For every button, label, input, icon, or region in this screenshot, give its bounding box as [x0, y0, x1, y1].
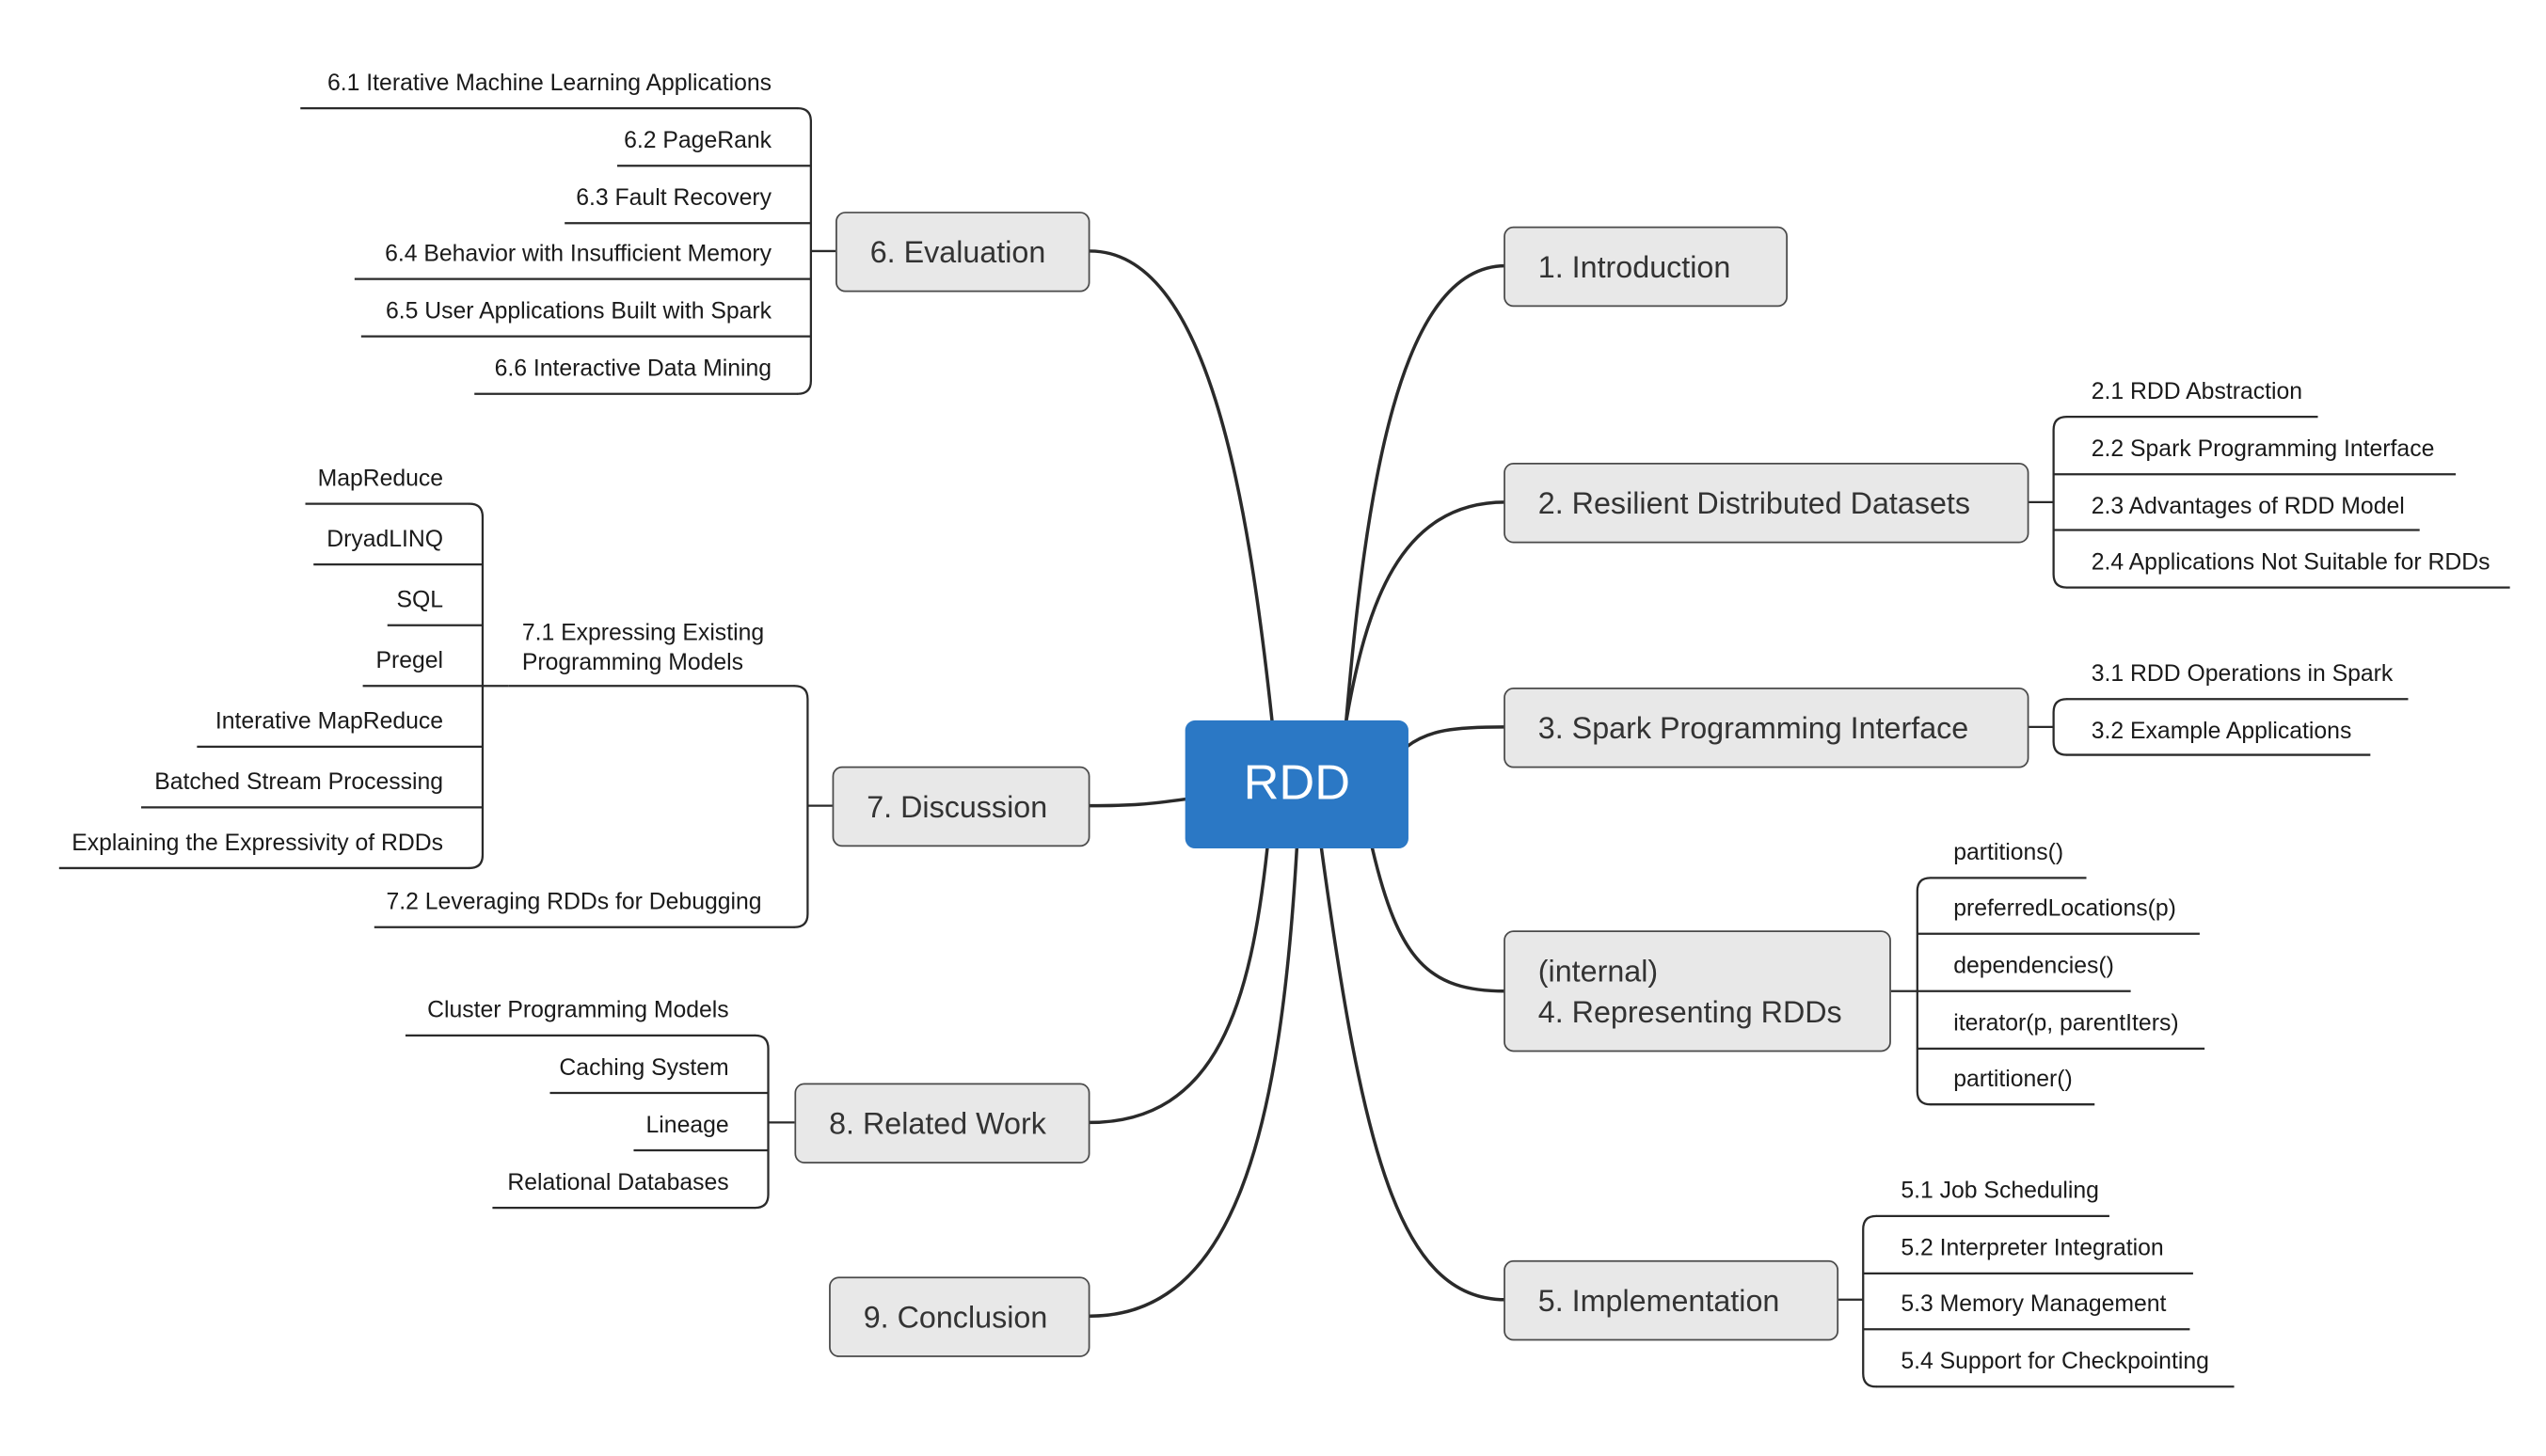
- topic-evaluation[interactable]: 6. Evaluation: [835, 212, 1090, 293]
- topic-spark-programming-interface[interactable]: 3. Spark Programming Interface: [1504, 688, 2029, 768]
- connector-implementation: [1319, 847, 1507, 1302]
- connector-related: [1088, 847, 1269, 1125]
- subtopic-advantages-of-rdd-model[interactable]: 2.3 Advantages of RDD Model: [2091, 494, 2405, 521]
- subtopic-iterator[interactable]: iterator(p, parentIters): [1953, 1010, 2179, 1037]
- bracket-implementation: [1838, 1214, 2235, 1388]
- connector-representing: [1370, 847, 1507, 993]
- subtopic-support-for-checkpointing[interactable]: 5.4 Support for Checkpointing: [1901, 1349, 2209, 1376]
- bracket-evaluation: [300, 107, 836, 395]
- connector-introduction: [1344, 263, 1507, 724]
- subtopic-interative-mapreduce[interactable]: Interative MapReduce: [215, 708, 444, 736]
- subtopic-dryadlinq[interactable]: DryadLINQ: [326, 527, 444, 553]
- topic-rdd-label: 2. Resilient Distributed Datasets: [1537, 484, 1971, 520]
- topic-representing-rdds[interactable]: (internal) 4. Representing RDDs: [1504, 930, 1891, 1052]
- subtopic-spark-programming-interface[interactable]: 2.2 Spark Programming Interface: [2091, 436, 2435, 464]
- topic-implementation[interactable]: 5. Implementation: [1504, 1259, 1839, 1341]
- bracket-rdd: [2029, 416, 2510, 589]
- topic-introduction-label: 1. Introduction: [1537, 248, 1731, 283]
- connector-discussion: [1088, 797, 1187, 808]
- subtopic-rdd-abstraction[interactable]: 2.1 RDD Abstraction: [2091, 379, 2303, 405]
- bracket-representing: [1890, 877, 2205, 1106]
- subtopic-iterative-ml-applications[interactable]: 6.1 Iterative Machine Learning Applicati…: [327, 71, 772, 97]
- subtopic-user-applications[interactable]: 6.5 User Applications Built with Spark: [386, 298, 772, 325]
- subtopic-insufficient-memory[interactable]: 6.4 Behavior with Insufficient Memory: [385, 241, 772, 268]
- bracket-spark: [2029, 698, 2409, 756]
- subtopic-rdd-operations[interactable]: 3.1 RDD Operations in Spark: [2091, 661, 2394, 688]
- topic-implementation-label: 5. Implementation: [1537, 1282, 1780, 1318]
- connector-conclusion: [1088, 847, 1299, 1318]
- subtopic-expressing-existing-models[interactable]: 7.1 Expressing Existing Programming Mode…: [522, 619, 764, 678]
- bracket-discussion: [58, 502, 833, 928]
- subtopic-pregel[interactable]: Pregel: [375, 648, 444, 675]
- subtopic-fault-recovery[interactable]: 6.3 Fault Recovery: [576, 185, 772, 213]
- subtopic-relational-databases[interactable]: Relational Databases: [507, 1169, 729, 1196]
- subtopic-dependencies[interactable]: dependencies(): [1953, 953, 2114, 980]
- subtopic-expressing-line1: 7.1 Expressing Existing: [521, 620, 765, 647]
- topic-conclusion[interactable]: 9. Conclusion: [829, 1276, 1090, 1357]
- subtopic-sql[interactable]: SQL: [396, 587, 444, 614]
- connector-evaluation: [1088, 249, 1274, 724]
- subtopic-expressing-line2: Programming Models: [521, 649, 744, 676]
- connector-spark: [1405, 725, 1507, 749]
- topic-related-label: 8. Related Work: [829, 1105, 1046, 1140]
- topic-discussion-label: 7. Discussion: [867, 788, 1048, 823]
- connector-rdd: [1344, 500, 1507, 724]
- subtopic-interactive-data-mining[interactable]: 6.6 Interactive Data Mining: [494, 356, 772, 383]
- subtopic-example-applications[interactable]: 3.2 Example Applications: [2091, 719, 2352, 746]
- topic-related-work[interactable]: 8. Related Work: [794, 1083, 1090, 1163]
- subtopic-preferred-locations[interactable]: preferredLocations(p): [1953, 895, 2176, 923]
- subtopic-caching-system[interactable]: Caching System: [559, 1054, 729, 1082]
- subtopic-explaining-expressivity[interactable]: Explaining the Expressivity of RDDs: [72, 830, 444, 857]
- topic-introduction[interactable]: 1. Introduction: [1504, 226, 1788, 308]
- subtopic-partitioner[interactable]: partitioner(): [1953, 1067, 2073, 1093]
- subtopic-partitions[interactable]: partitions(): [1953, 840, 2064, 867]
- subtopic-pagerank[interactable]: 6.2 PageRank: [624, 128, 772, 155]
- topic-discussion[interactable]: 7. Discussion: [832, 766, 1090, 847]
- subtopic-leveraging-rdds-debugging[interactable]: 7.2 Leveraging RDDs for Debugging: [386, 889, 762, 916]
- topic-representing-line2: 4. Representing RDDs: [1537, 994, 1842, 1029]
- topic-spark-label: 3. Spark Programming Interface: [1537, 709, 1969, 745]
- root-topic-rdd[interactable]: RDD: [1185, 720, 1408, 849]
- subtopic-job-scheduling[interactable]: 5.1 Job Scheduling: [1901, 1178, 2099, 1205]
- subtopic-batched-stream-processing[interactable]: Batched Stream Processing: [154, 769, 444, 797]
- subtopic-mapreduce[interactable]: MapReduce: [317, 466, 444, 493]
- topic-representing-line1: (internal): [1537, 953, 1659, 989]
- bracket-related: [405, 1034, 795, 1210]
- subtopic-lineage[interactable]: Lineage: [645, 1112, 729, 1139]
- subtopic-cluster-programming-models[interactable]: Cluster Programming Models: [427, 997, 729, 1024]
- subtopic-applications-not-suitable[interactable]: 2.4 Applications Not Suitable for RDDs: [2091, 549, 2490, 577]
- topic-conclusion-label: 9. Conclusion: [863, 1298, 1048, 1334]
- subtopic-memory-management[interactable]: 5.3 Memory Management: [1901, 1291, 2167, 1318]
- topic-evaluation-label: 6. Evaluation: [869, 233, 1046, 269]
- topic-resilient-distributed-datasets[interactable]: 2. Resilient Distributed Datasets: [1504, 463, 2029, 544]
- subtopic-interpreter-integration[interactable]: 5.2 Interpreter Integration: [1901, 1235, 2164, 1262]
